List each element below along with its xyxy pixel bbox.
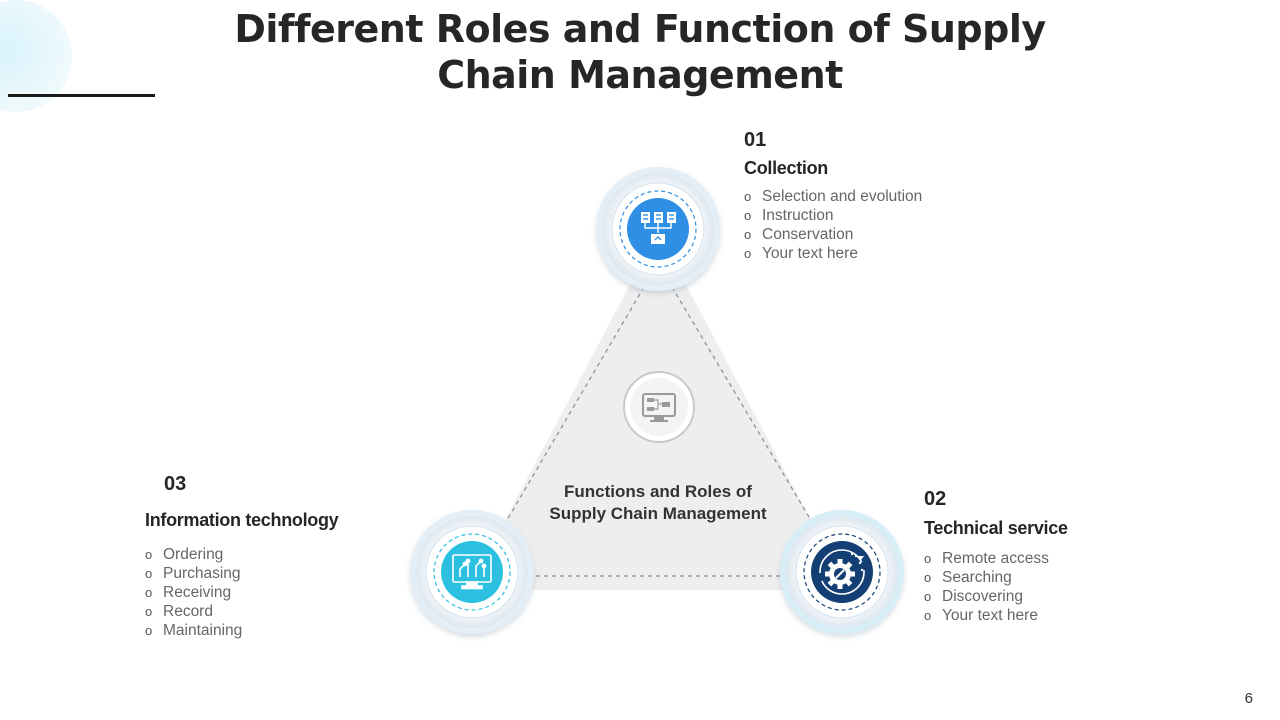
center-label: Functions and Roles of Supply Chain Mana… (549, 482, 767, 523)
page-title: Different Roles and Function of Supply C… (234, 7, 1046, 97)
item-number-information-technology: 03 (164, 473, 187, 495)
node-technical-service (780, 510, 904, 634)
monitor-circuit-icon (452, 554, 492, 590)
bullet-marker: o (145, 585, 153, 600)
gear-tools-icon (819, 549, 865, 595)
node-collection (596, 167, 720, 291)
bullet-marker: o (145, 604, 153, 619)
bullet-marker: o (744, 227, 752, 242)
item-number-collection: 01 (744, 129, 767, 151)
bullet-marker: o (145, 623, 153, 638)
bullet-marker: o (924, 608, 932, 623)
item-heading-technical-service: Technical service (924, 518, 1068, 538)
bullet-marker: o (145, 566, 153, 581)
bullet-marker: o (924, 570, 932, 585)
page-number: 6 (1244, 690, 1253, 707)
bullet-marker: o (145, 547, 153, 562)
bullet-marker: o (924, 551, 932, 566)
decorative-underline (8, 94, 155, 97)
item-heading-collection: Collection (744, 158, 829, 178)
network-hierarchy-icon (641, 212, 676, 244)
node-information-technology (410, 510, 534, 634)
bullet-marker: o (924, 589, 932, 604)
bullet-marker: o (744, 189, 752, 204)
item-number-technical-service: 02 (924, 488, 947, 510)
center-monitor-icon (623, 371, 695, 443)
bullet-marker: o (744, 208, 752, 223)
bullet-marker: o (744, 246, 752, 261)
item-heading-information-technology: Information technology (145, 510, 339, 530)
